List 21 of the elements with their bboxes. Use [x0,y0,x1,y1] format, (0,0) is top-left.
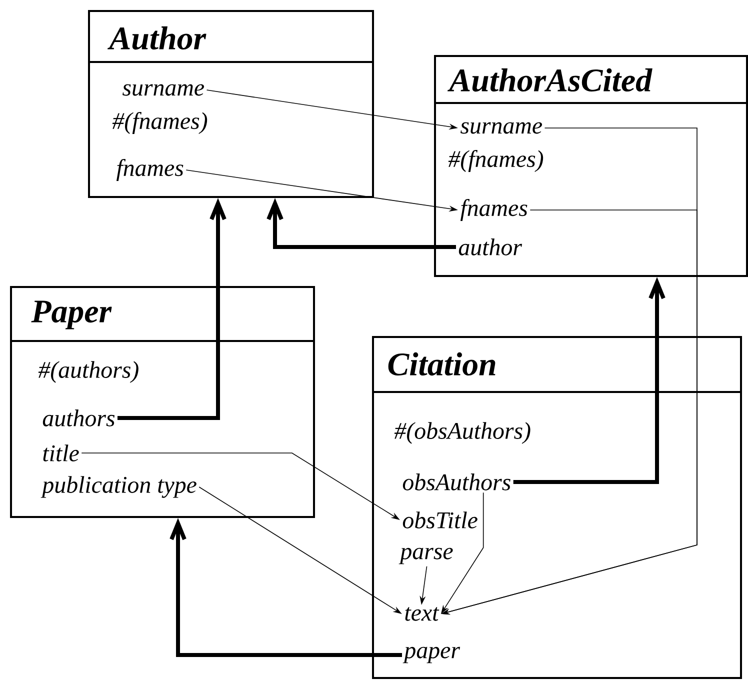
attribute-text: author [458,238,522,256]
attribute-text: #(authors) [38,361,138,383]
attribute-text: surname [122,84,204,96]
arrow [117,198,226,420]
arrow [170,518,402,657]
attribute-text: title [43,444,79,462]
arrow [513,277,666,484]
attribute-text: fnames [460,199,528,221]
attribute-text: parse [398,548,453,564]
attribute-text: #(fnames) [448,150,544,172]
attribute-text: #(obsAuthors) [394,422,530,444]
attribute-text: fnames [116,159,184,181]
attribute-text: #(fnames) [112,112,208,134]
arrow [266,198,456,249]
attribute-text: text [405,607,440,621]
attribute-text: authors [42,410,115,426]
attribute-text: surname [460,122,542,134]
attribute-text: obsAuthors [402,474,510,490]
attribute-text: obsTitle [402,512,478,528]
attribute-text: publication type [40,476,196,498]
attribute-text: paper [402,646,460,664]
